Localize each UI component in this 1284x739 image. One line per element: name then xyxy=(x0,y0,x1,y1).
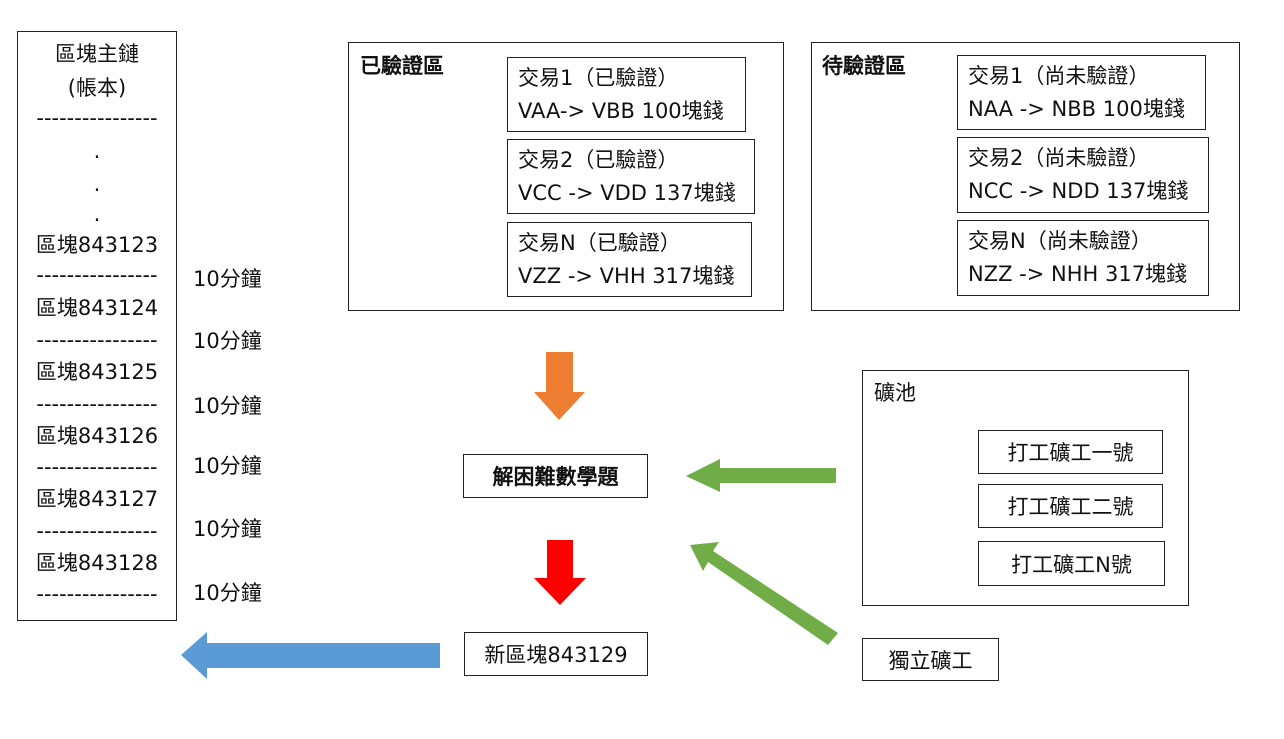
tx-detail: NCC -> NDD 137塊錢 xyxy=(968,179,1189,203)
interval-label: 10分鐘 xyxy=(193,517,262,541)
tx-detail: VZZ -> VHH 317塊錢 xyxy=(518,264,735,288)
ellipsis-dot: . xyxy=(93,202,101,226)
puzzle-box: 解困難數學題 xyxy=(463,454,648,498)
chain-title: 區塊主鏈 xyxy=(55,42,139,66)
divider: ---------------- xyxy=(36,455,158,479)
pool-worker: 打工礦工一號 xyxy=(978,430,1163,474)
tx-detail: NZZ -> NHH 317塊錢 xyxy=(968,262,1188,286)
divider: ---------------- xyxy=(36,519,158,543)
tx-name: 交易1（尚未驗證） xyxy=(968,64,1150,88)
verified-transaction: 交易1（已驗證） VAA-> VBB 100塊錢 xyxy=(507,57,746,132)
divider: ---------------- xyxy=(36,328,158,352)
pending-transaction: 交易2（尚未驗證） NCC -> NDD 137塊錢 xyxy=(957,137,1209,213)
tx-detail: VAA-> VBB 100塊錢 xyxy=(518,99,724,123)
tx-name: 交易N（已驗證） xyxy=(518,231,681,255)
verified-zone: 已驗證區 xyxy=(348,42,784,311)
blue-left-arrow xyxy=(181,632,440,679)
tx-name: 交易N（尚未驗證） xyxy=(968,229,1152,253)
verified-transaction: 交易N（已驗證） VZZ -> VHH 317塊錢 xyxy=(507,222,752,297)
pool-title: 礦池 xyxy=(874,381,916,405)
pool-worker: 打工礦工二號 xyxy=(978,484,1163,528)
divider: ---------------- xyxy=(36,582,158,606)
green-left-arrow xyxy=(686,459,836,492)
chain-block: 區塊843125 xyxy=(35,360,159,384)
main-chain-box: 區塊主鏈 (帳本) ---------------- . . . 區塊84312… xyxy=(17,31,177,621)
new-block-box: 新區塊843129 xyxy=(464,632,648,676)
tx-name: 交易2（尚未驗證） xyxy=(968,146,1150,170)
interval-label: 10分鐘 xyxy=(193,454,262,478)
tx-name: 交易2（已驗證） xyxy=(518,148,679,172)
chain-block: 區塊843124 xyxy=(35,296,159,320)
pool-worker: 打工礦工N號 xyxy=(978,541,1165,586)
interval-label: 10分鐘 xyxy=(193,581,262,605)
ellipsis-dot: . xyxy=(93,172,101,196)
chain-block: 區塊843127 xyxy=(35,487,159,511)
mining-pool: 礦池 xyxy=(862,370,1189,606)
pending-zone: 待驗證區 xyxy=(811,42,1240,311)
pending-transaction: 交易N（尚未驗證） NZZ -> NHH 317塊錢 xyxy=(957,220,1209,296)
verified-title: 已驗證區 xyxy=(360,54,444,78)
red-down-arrow xyxy=(534,540,586,605)
divider: ---------------- xyxy=(36,263,158,287)
tx-name: 交易1（已驗證） xyxy=(518,66,679,90)
pending-transaction: 交易1（尚未驗證） NAA -> NBB 100塊錢 xyxy=(957,55,1206,130)
interval-label: 10分鐘 xyxy=(193,267,262,291)
pending-title: 待驗證區 xyxy=(822,54,906,78)
chain-block: 區塊843123 xyxy=(35,233,159,257)
divider: ---------------- xyxy=(36,106,158,130)
divider: ---------------- xyxy=(36,392,158,416)
orange-down-arrow xyxy=(534,352,585,420)
solo-miner-box: 獨立礦工 xyxy=(862,638,999,681)
interval-label: 10分鐘 xyxy=(193,329,262,353)
verified-transaction: 交易2（已驗證） VCC -> VDD 137塊錢 xyxy=(507,139,755,214)
green-diagonal-arrow xyxy=(690,542,838,645)
tx-detail: NAA -> NBB 100塊錢 xyxy=(968,97,1185,121)
ellipsis-dot: . xyxy=(93,139,101,163)
chain-block: 區塊843128 xyxy=(35,551,159,575)
chain-subtitle: (帳本) xyxy=(67,76,127,100)
interval-label: 10分鐘 xyxy=(193,394,262,418)
chain-block: 區塊843126 xyxy=(35,424,159,448)
tx-detail: VCC -> VDD 137塊錢 xyxy=(518,181,736,205)
